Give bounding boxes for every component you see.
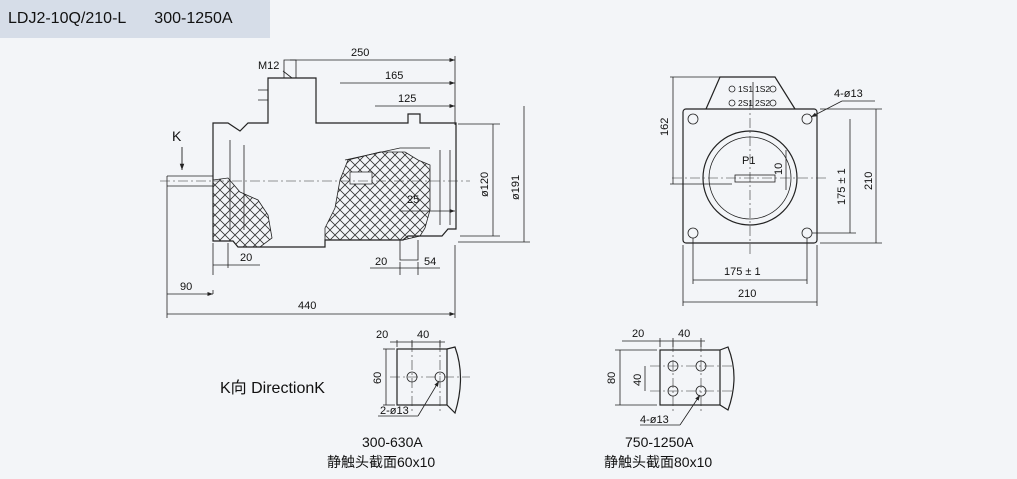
dim-210-vertical: 210 — [863, 172, 875, 190]
title-bar: LDJ2-10Q/210-L 300-1250A — [0, 0, 270, 38]
p1-label: P1 — [742, 155, 755, 167]
small-range: 300-630A — [362, 434, 423, 450]
large-section: 静触头截面80x10 — [604, 454, 712, 470]
large-range: 750-1250A — [625, 434, 694, 450]
small-dim-60: 60 — [372, 372, 384, 384]
dim-175-horizontal: 175 ± 1 — [724, 266, 761, 278]
dim-10: 10 — [773, 163, 785, 175]
current-rating: 300-1250A — [154, 10, 233, 27]
front-view: P1 1S1 1S2 2S1 2S2 4-ø13 162 10 175 ± 1 … — [659, 76, 882, 306]
direction-k-label: K向 DirectionK — [220, 379, 325, 397]
dim-162: 162 — [659, 118, 671, 136]
dim-20-bottom: 20 — [375, 256, 387, 268]
dim-175-vertical: 175 ± 1 — [836, 168, 848, 205]
dim-dia-120: ø120 — [479, 172, 491, 197]
dim-54: 54 — [424, 256, 436, 268]
contact-small-detail: 20 40 60 2-ø13 300-630A 静触头截面60x10 — [327, 329, 470, 470]
terminal-2s1: 2S1 — [738, 98, 753, 108]
model-number: LDJ2-10Q/210-L — [8, 10, 127, 27]
large-dim-80: 80 — [606, 372, 618, 384]
k-view-label: K — [172, 128, 182, 144]
dim-dia-191: ø191 — [510, 175, 522, 200]
small-section: 静触头截面60x10 — [327, 454, 435, 470]
small-dim-40: 40 — [417, 329, 429, 341]
front-holes-label: 4-ø13 — [834, 88, 863, 100]
large-dim-40-side: 40 — [632, 374, 644, 386]
small-holes-label: 2-ø13 — [380, 405, 409, 417]
small-dim-20: 20 — [376, 329, 388, 341]
dim-165: 165 — [385, 70, 403, 82]
dim-210-horizontal: 210 — [738, 288, 756, 300]
side-view: K M12 250 165 125 ø120 ø191 25 20 20 54 — [160, 47, 530, 318]
dim-20-left: 20 — [240, 252, 252, 264]
thread-label: M12 — [258, 60, 279, 72]
dim-440: 440 — [298, 300, 316, 312]
terminal-1s1: 1S1 — [738, 84, 753, 94]
large-dim-20: 20 — [632, 328, 644, 340]
dim-25: 25 — [407, 194, 419, 206]
contact-large-detail: 20 40 80 40 4-ø13 750-1250A 静触头截面80x10 — [604, 328, 735, 470]
terminal-1s2: 1S2 — [755, 84, 770, 94]
dim-250: 250 — [351, 47, 369, 59]
terminal-2s2: 2S2 — [755, 98, 770, 108]
large-dim-40-top: 40 — [678, 328, 690, 340]
dim-90: 90 — [180, 281, 192, 293]
large-holes-label: 4-ø13 — [640, 414, 669, 426]
dim-125: 125 — [398, 93, 416, 105]
